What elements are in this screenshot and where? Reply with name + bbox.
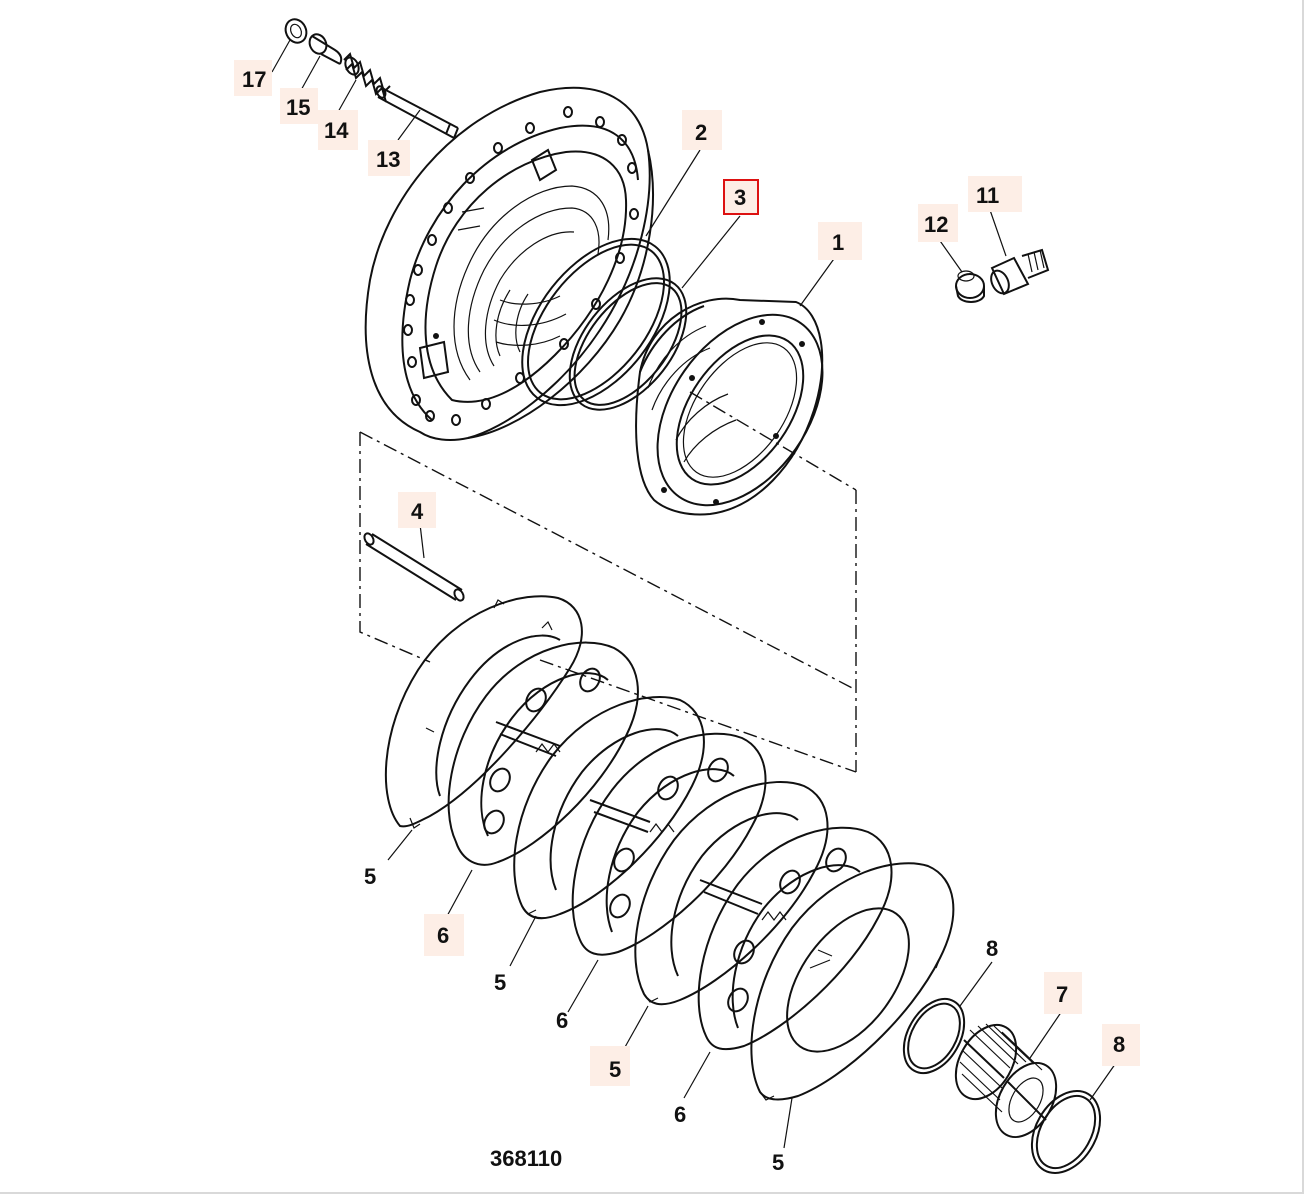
plate-5-second: [513, 696, 705, 920]
callout-1[interactable]: 1: [818, 222, 862, 260]
callout-5-b[interactable]: 5: [494, 970, 506, 995]
part-7-splined-hub: [954, 1023, 1058, 1138]
callout-2[interactable]: 2: [682, 110, 722, 150]
callout-11-label: 11: [976, 183, 999, 208]
part-13-pin: [375, 85, 459, 139]
callout-8-lower[interactable]: 8: [1102, 1024, 1140, 1066]
part-8-circlip-upper: [902, 998, 966, 1074]
callout-14[interactable]: 14: [318, 110, 358, 150]
callout-2-label: 2: [695, 120, 707, 145]
part-1-piston: [635, 297, 824, 516]
plate-5-third: [634, 780, 829, 1006]
callout-12[interactable]: 12: [918, 204, 958, 242]
bolt-holes: [403, 106, 639, 426]
callout-5-d[interactable]: 5: [772, 1150, 784, 1175]
callout-1-label: 1: [832, 230, 844, 255]
callout-5-d-label: 5: [772, 1150, 784, 1175]
part-17-circlip: [284, 18, 308, 44]
callout-11[interactable]: 11: [968, 176, 1022, 212]
drawing-number: 368110: [490, 1146, 562, 1171]
callout-5-a-label: 5: [364, 864, 376, 889]
part-4-dowel-pin: [363, 532, 465, 602]
brake-housing: [364, 86, 654, 441]
callout-12-label: 12: [924, 212, 948, 237]
callout-8-lower-label: 8: [1113, 1032, 1125, 1057]
callout-5-a[interactable]: 5: [364, 864, 376, 889]
parts-drawing: [271, 18, 1119, 1174]
callout-6-b[interactable]: 6: [556, 1008, 568, 1033]
callout-14-label: 14: [324, 118, 349, 143]
callout-6-a[interactable]: 6: [424, 914, 464, 956]
callout-5-b-label: 5: [494, 970, 506, 995]
callout-17-label: 17: [242, 67, 266, 92]
callout-13[interactable]: 13: [368, 140, 410, 176]
callout-3-label: 3: [734, 185, 746, 210]
callout-6-b-label: 6: [556, 1008, 568, 1033]
callout-6-c[interactable]: 6: [674, 1102, 686, 1127]
bottom-edge-divider: [0, 1192, 1304, 1194]
callout-15[interactable]: 15: [280, 88, 318, 124]
callout-7-label: 7: [1056, 982, 1068, 1007]
plate-5-fourth: [750, 862, 955, 1101]
callout-4[interactable]: 4: [398, 492, 436, 528]
callout-6-a-label: 6: [437, 923, 449, 948]
callout-5-c[interactable]: 5: [590, 1046, 630, 1086]
callout-8-upper-label: 8: [986, 936, 998, 961]
disc-6-third: [697, 826, 893, 1051]
callout-5-c-label: 5: [609, 1057, 621, 1082]
callout-7[interactable]: 7: [1044, 972, 1082, 1014]
right-edge-divider: [1302, 0, 1304, 1194]
callout-13-label: 13: [376, 147, 400, 172]
callout-4-label: 4: [411, 499, 424, 524]
part-15-plug: [308, 33, 343, 65]
part-11-bleed-screw: [990, 248, 1050, 296]
part-2-o-ring: [521, 237, 671, 407]
part-3-seal-ring: [568, 277, 688, 411]
leader-lines: [271, 39, 1119, 1149]
callout-8-upper[interactable]: 8: [986, 936, 998, 961]
callout-6-c-label: 6: [674, 1102, 686, 1127]
disc-6-second: [571, 732, 767, 956]
callout-3-selected[interactable]: 3: [723, 179, 759, 215]
part-12-plug: [955, 270, 985, 303]
callout-15-label: 15: [286, 95, 310, 120]
assembly-guide-lines: [359, 391, 857, 773]
plate-5-first: [384, 595, 583, 829]
part-14-spring: [343, 52, 391, 103]
disc-6-first: [447, 641, 639, 866]
callout-17[interactable]: 17: [234, 60, 272, 96]
